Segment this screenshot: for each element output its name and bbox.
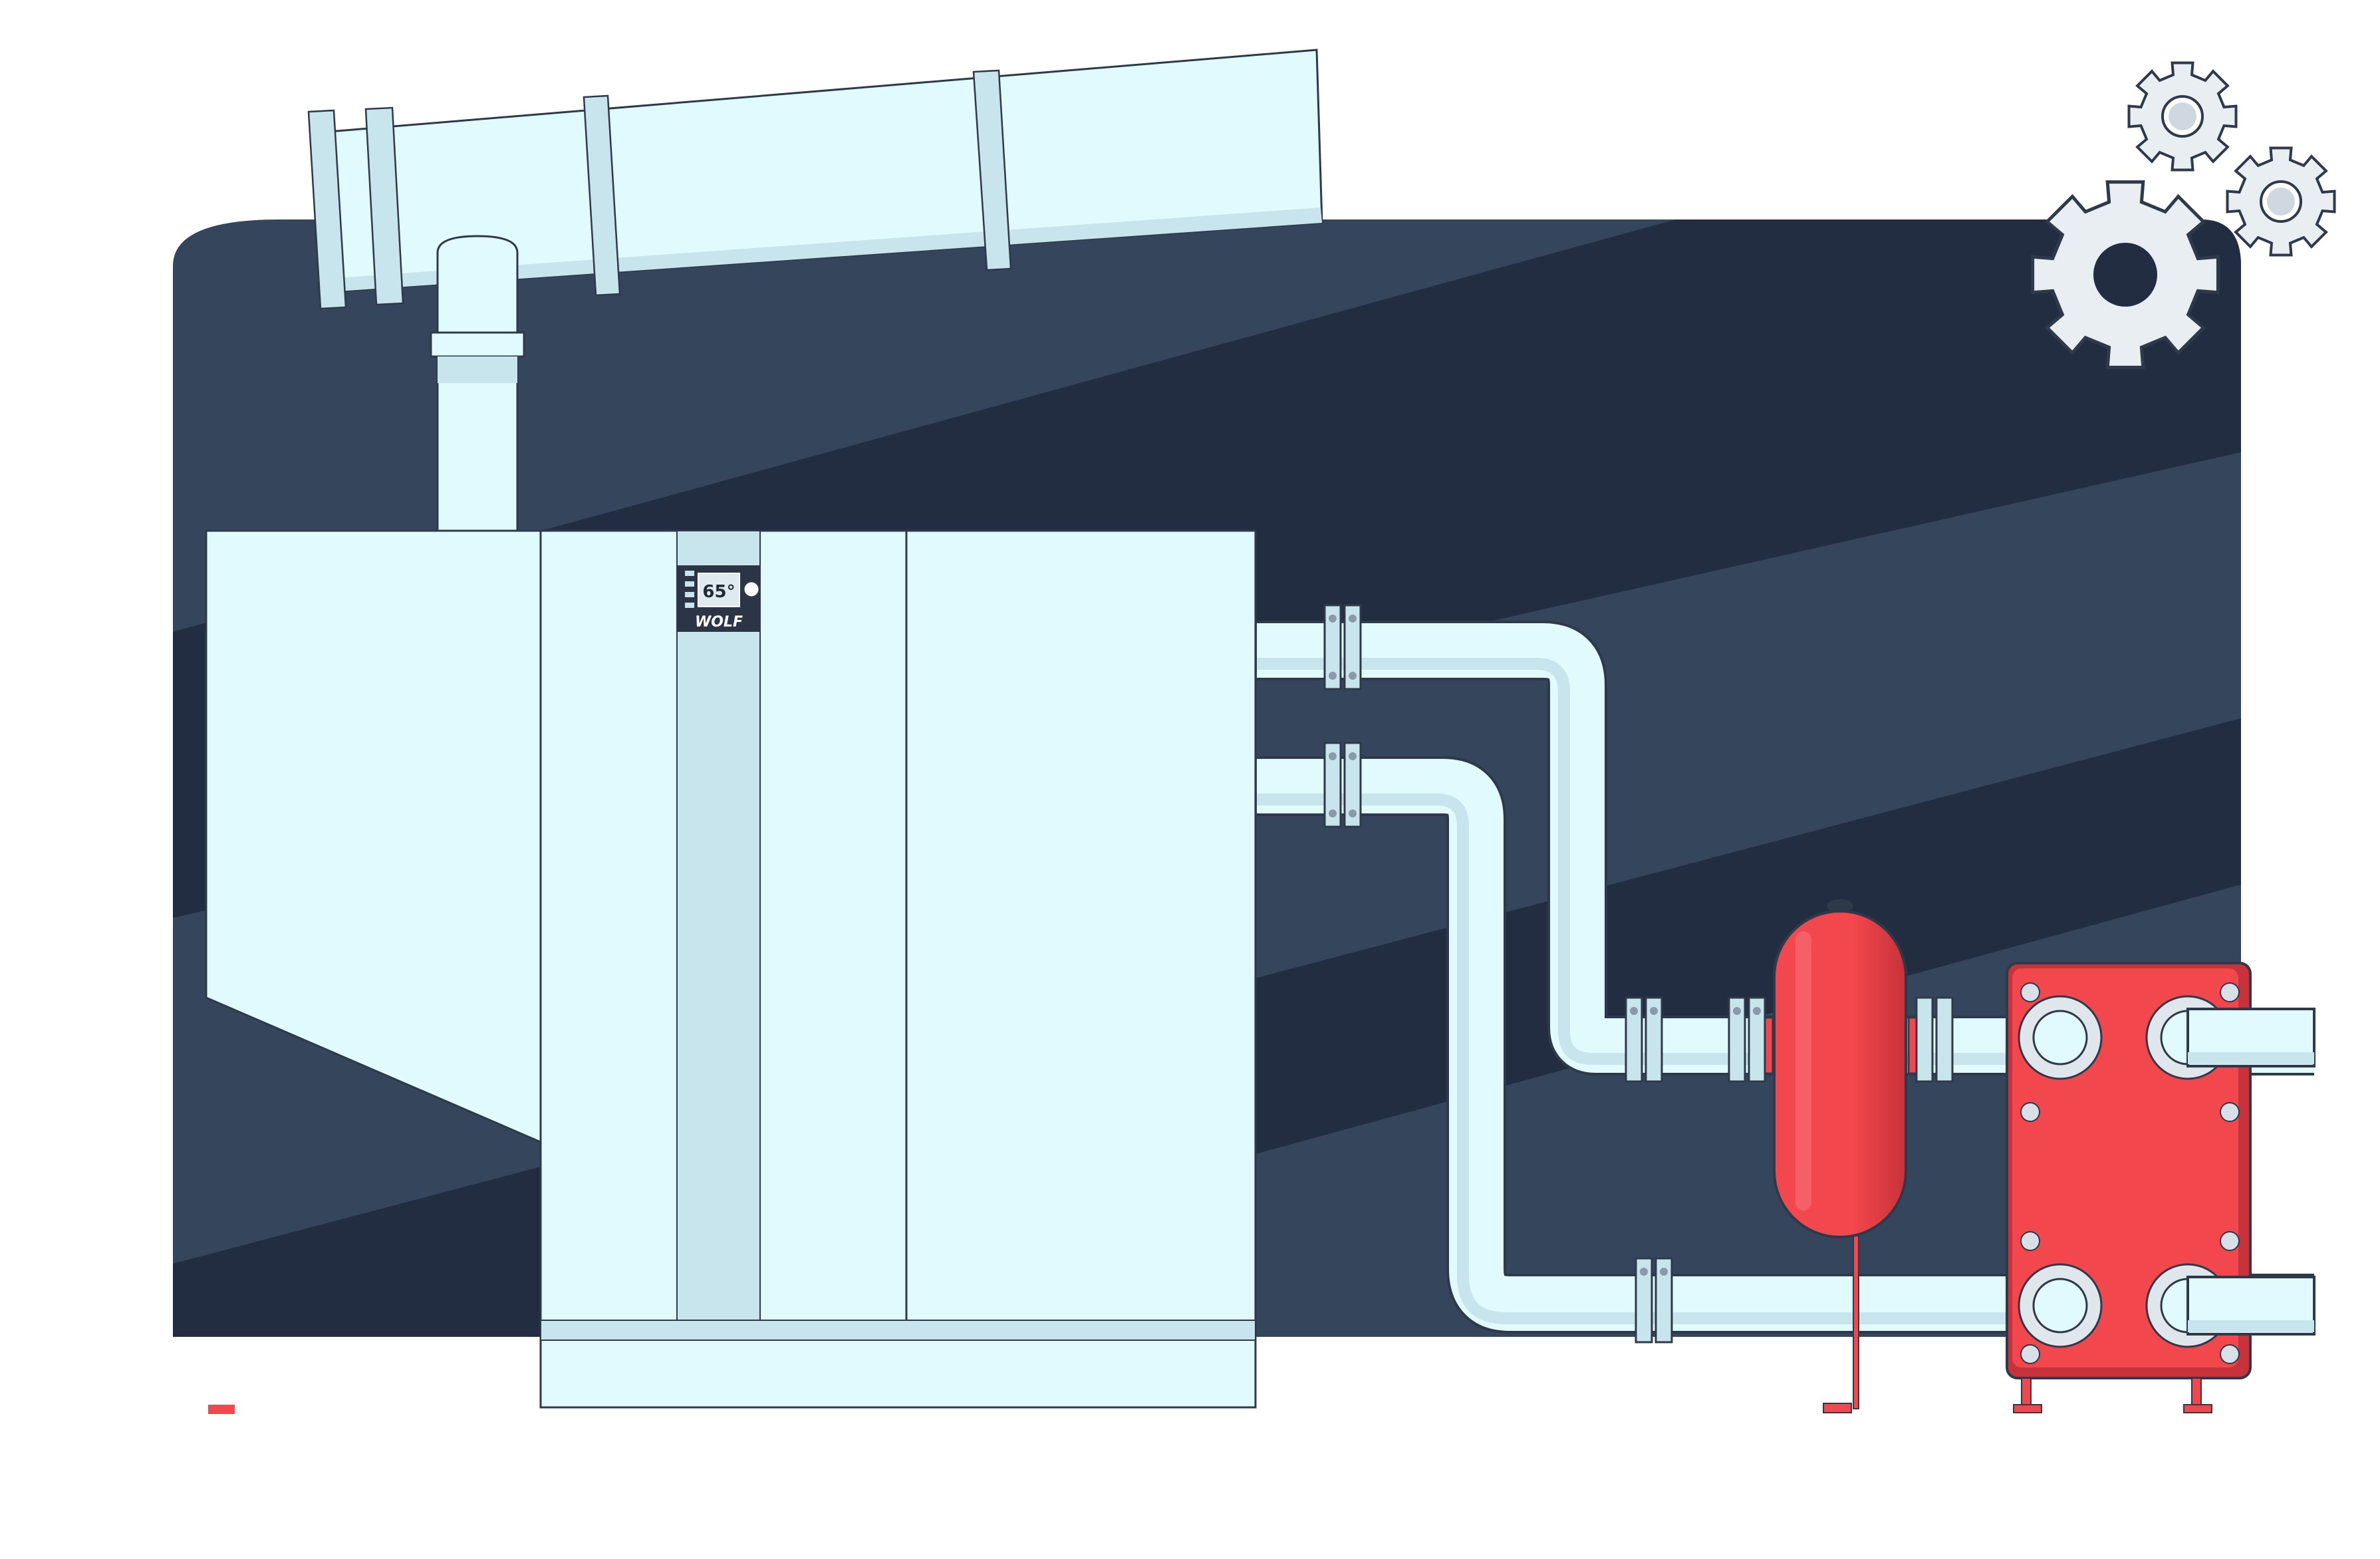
flue-riser bbox=[430, 235, 525, 533]
flue-pipe bbox=[307, 49, 1323, 310]
brand-logo: WOLF bbox=[695, 614, 743, 631]
supply-pipe bbox=[1257, 621, 2314, 1075]
gear-icon bbox=[2127, 61, 2238, 172]
gear-icon bbox=[2226, 146, 2336, 257]
exchanger-outlet-pipes bbox=[2186, 1008, 2315, 1336]
flange-bolts bbox=[1329, 615, 1761, 1276]
gear-icon bbox=[2031, 180, 2220, 369]
boiler bbox=[205, 529, 1257, 1414]
expansion-vessel bbox=[1773, 899, 1907, 1413]
vessel-connectors bbox=[1764, 1016, 1918, 1075]
return-pipe bbox=[1257, 756, 2314, 1334]
control-panel: 65° WOLF bbox=[677, 565, 761, 632]
control-knob[interactable] bbox=[742, 580, 761, 599]
temperature-display: 65° bbox=[702, 582, 735, 602]
